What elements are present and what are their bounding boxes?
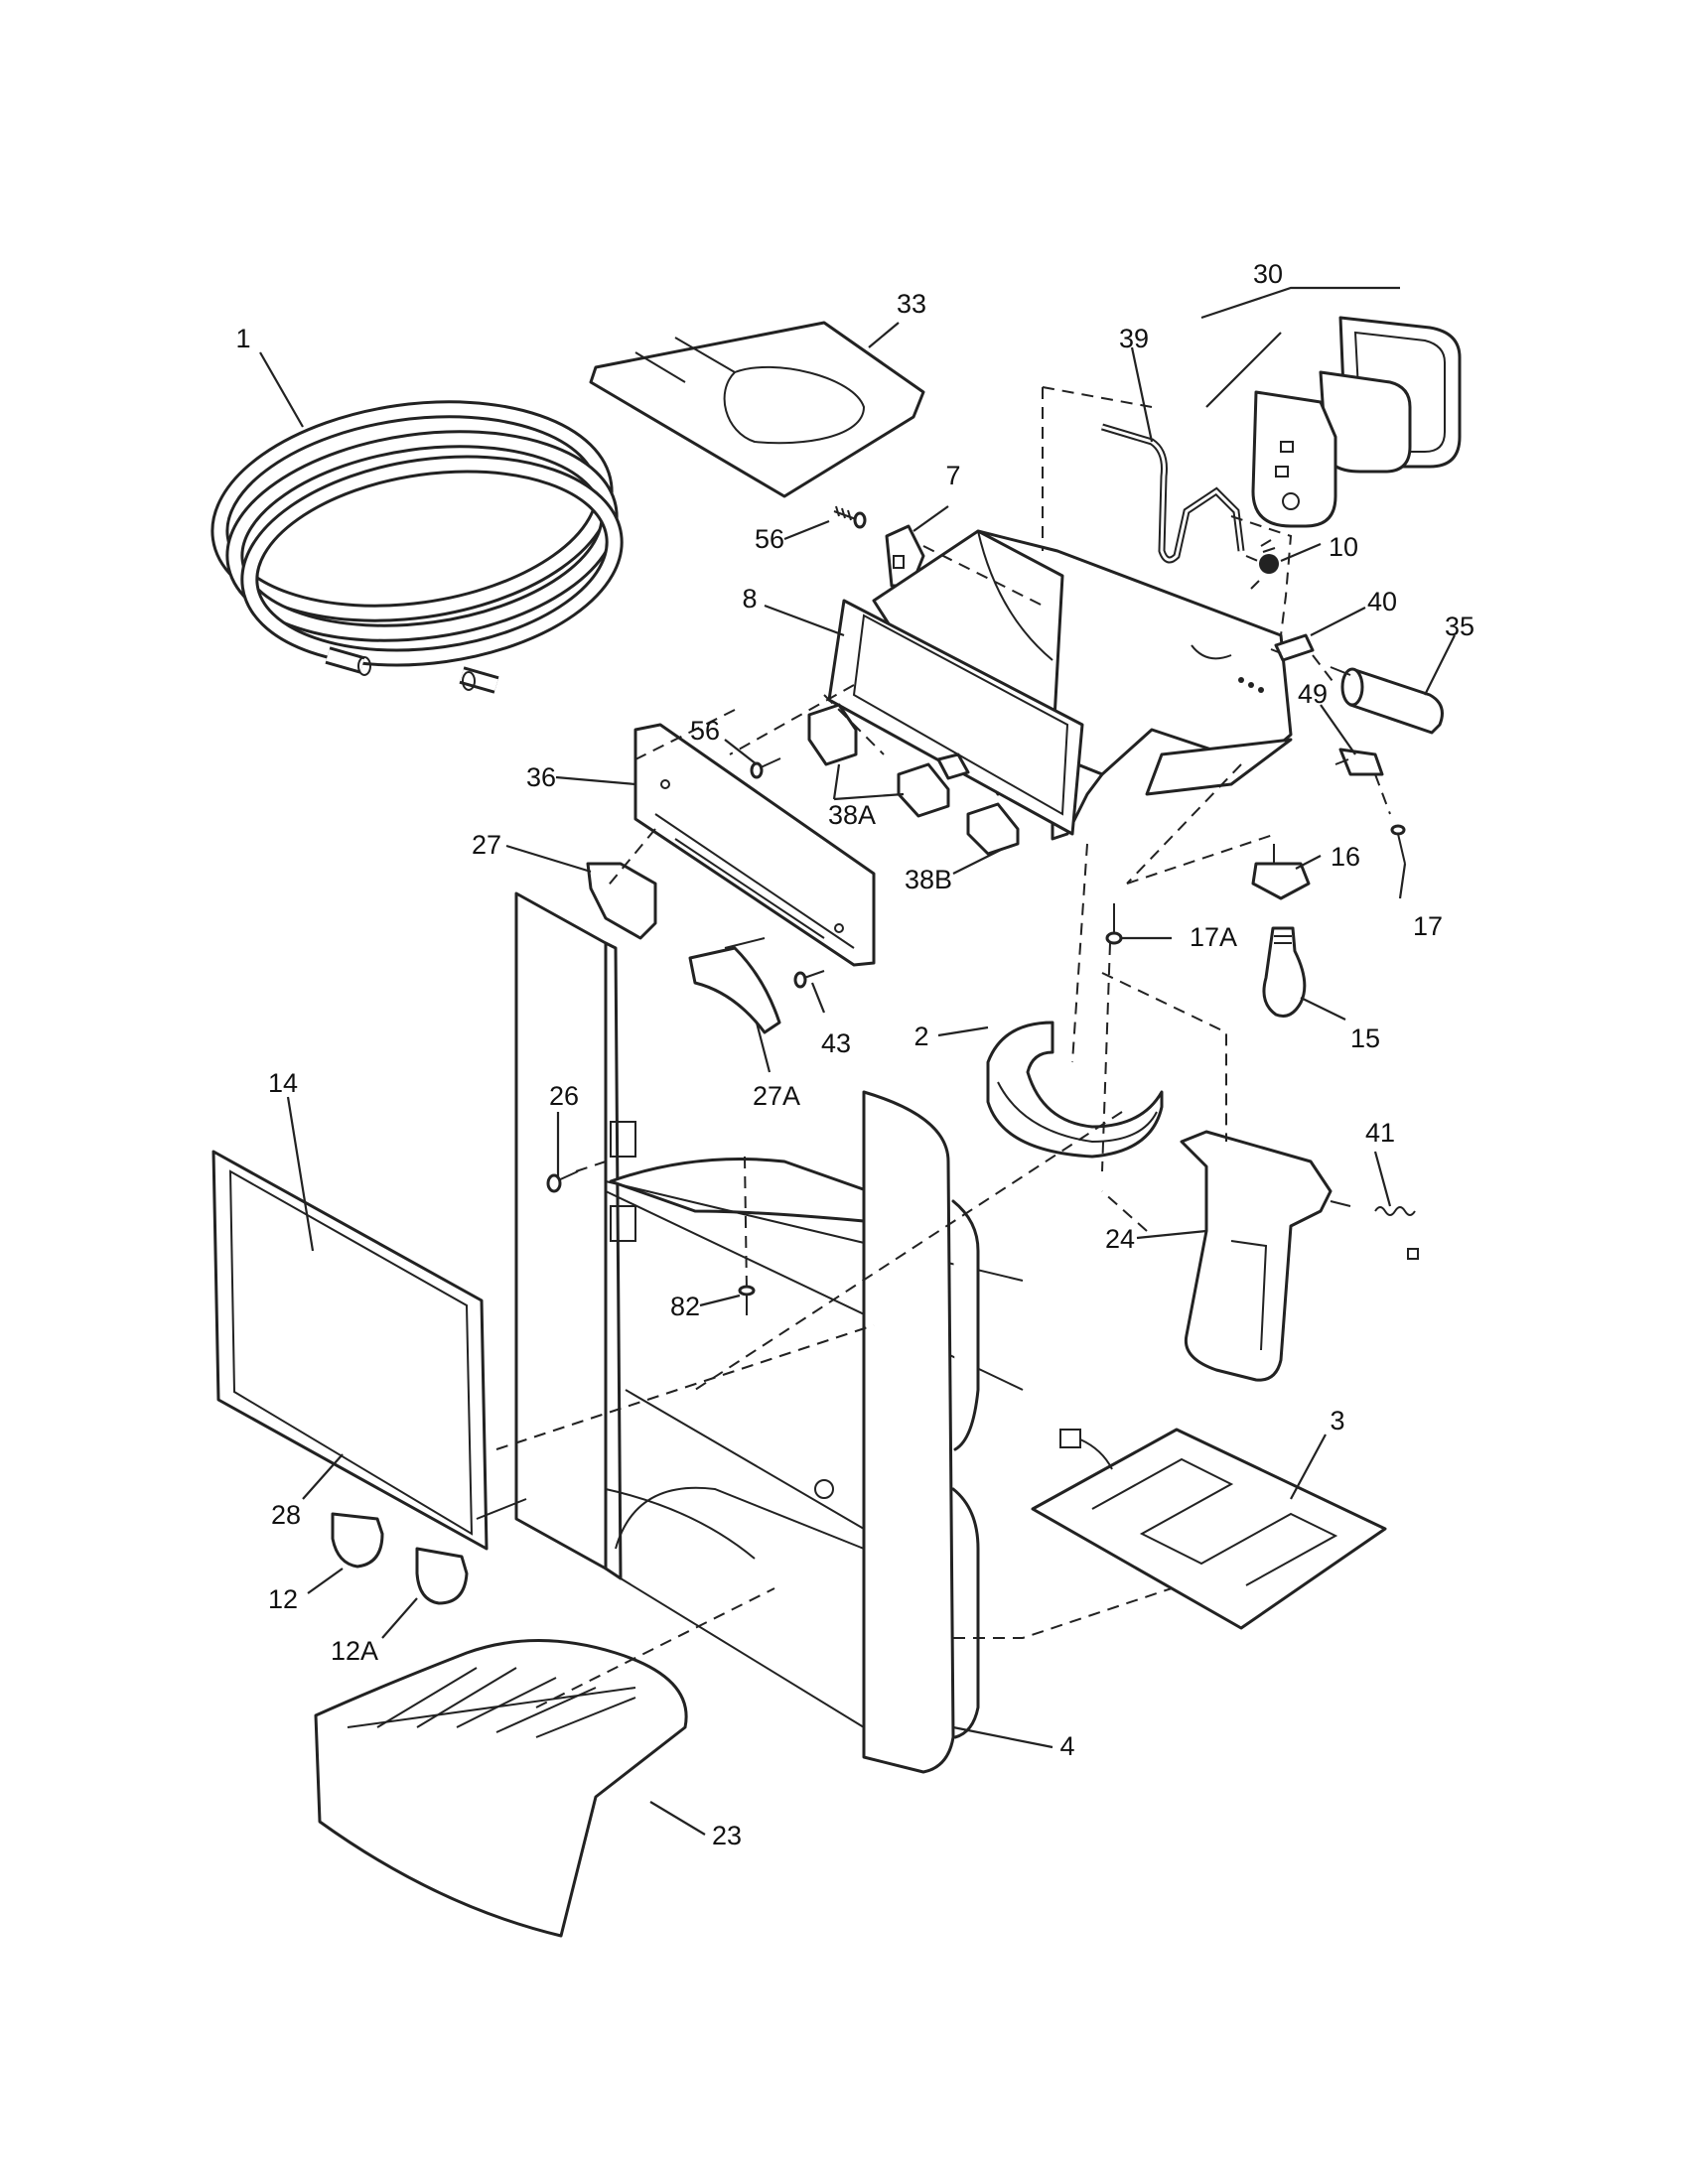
part-27a-paddle-arm xyxy=(688,937,781,1034)
part-4-dispenser-frame xyxy=(514,891,1024,1774)
callout-38b: 38B xyxy=(905,865,952,894)
alignment-lines xyxy=(495,386,1391,1708)
part-17-screw xyxy=(1390,824,1406,865)
callout-12: 12 xyxy=(268,1584,298,1614)
part-23-drip-tray xyxy=(314,1639,688,1938)
part-12-clip xyxy=(331,1512,384,1569)
part-56-screw-upper xyxy=(833,505,867,529)
callout-14: 14 xyxy=(268,1068,298,1098)
part-33-cover-plate xyxy=(589,321,925,498)
callout-38a: 38A xyxy=(828,800,876,830)
part-16-lamp-socket xyxy=(1251,844,1311,900)
part-38b-switch xyxy=(966,802,1020,856)
callout-4: 4 xyxy=(1059,1731,1074,1761)
part-3-heater-pad xyxy=(1031,1428,1387,1630)
part-14-panel xyxy=(211,1150,489,1551)
callout-8: 8 xyxy=(742,584,757,614)
part-2-curved-trim xyxy=(986,1021,1164,1159)
callout-15: 15 xyxy=(1350,1024,1380,1053)
callout-56-upper: 56 xyxy=(755,524,784,554)
callout-49: 49 xyxy=(1298,679,1328,709)
callout-10: 10 xyxy=(1329,532,1358,562)
part-15-light-bulb xyxy=(1262,926,1307,1018)
part-82-screw xyxy=(738,1285,756,1315)
callout-27a: 27A xyxy=(753,1081,800,1111)
part-1-tubing-coil xyxy=(210,400,624,694)
callout-82: 82 xyxy=(670,1292,700,1321)
callout-26: 26 xyxy=(549,1081,579,1111)
part-28-trim-frame xyxy=(476,1498,527,1520)
part-43-screw xyxy=(793,970,825,989)
callout-28: 28 xyxy=(271,1500,301,1530)
part-40-small-switch xyxy=(1270,633,1315,662)
part-49-bracket xyxy=(1334,748,1384,776)
callout-1: 1 xyxy=(235,324,250,353)
callout-labels: 1 33 30 39 7 56 10 8 40 35 56 49 36 38A … xyxy=(235,259,1474,1850)
part-39-wire-actuator xyxy=(1100,423,1245,564)
callout-12a: 12A xyxy=(331,1636,378,1666)
part-38a-switch-upper xyxy=(807,703,858,766)
part-56-screw-lower xyxy=(750,757,781,779)
callout-17a: 17A xyxy=(1190,922,1237,952)
leader-lines xyxy=(259,286,1456,1836)
part-36-panel-plate xyxy=(633,723,876,967)
callout-56-lower: 56 xyxy=(690,716,720,746)
callout-24: 24 xyxy=(1105,1224,1135,1254)
part-30-flap-assembly xyxy=(1251,316,1462,528)
callout-43: 43 xyxy=(821,1028,851,1058)
callout-27: 27 xyxy=(472,830,501,860)
callout-35: 35 xyxy=(1445,612,1474,641)
callout-23: 23 xyxy=(712,1821,742,1850)
callout-16: 16 xyxy=(1331,842,1360,872)
callout-17: 17 xyxy=(1413,911,1443,941)
part-26-screw xyxy=(546,1170,579,1193)
callout-3: 3 xyxy=(1330,1406,1344,1435)
part-35-solenoid xyxy=(1330,666,1444,735)
part-17a-screw xyxy=(1105,903,1123,945)
callout-7: 7 xyxy=(945,461,960,490)
part-10-spring xyxy=(1250,539,1279,590)
part-12a-clip xyxy=(415,1547,469,1605)
callout-40: 40 xyxy=(1367,587,1397,616)
callout-2: 2 xyxy=(913,1022,928,1051)
part-41-spring xyxy=(1374,1206,1419,1260)
callout-33: 33 xyxy=(897,289,926,319)
callout-36: 36 xyxy=(526,762,556,792)
callout-30: 30 xyxy=(1253,259,1283,289)
part-24-dispenser-paddle xyxy=(1180,1130,1351,1382)
part-27-clip xyxy=(586,862,657,940)
callout-41: 41 xyxy=(1365,1118,1395,1148)
part-38a-switch-lower xyxy=(897,752,970,818)
part-8-housing xyxy=(827,529,1293,841)
callout-39: 39 xyxy=(1119,324,1149,353)
